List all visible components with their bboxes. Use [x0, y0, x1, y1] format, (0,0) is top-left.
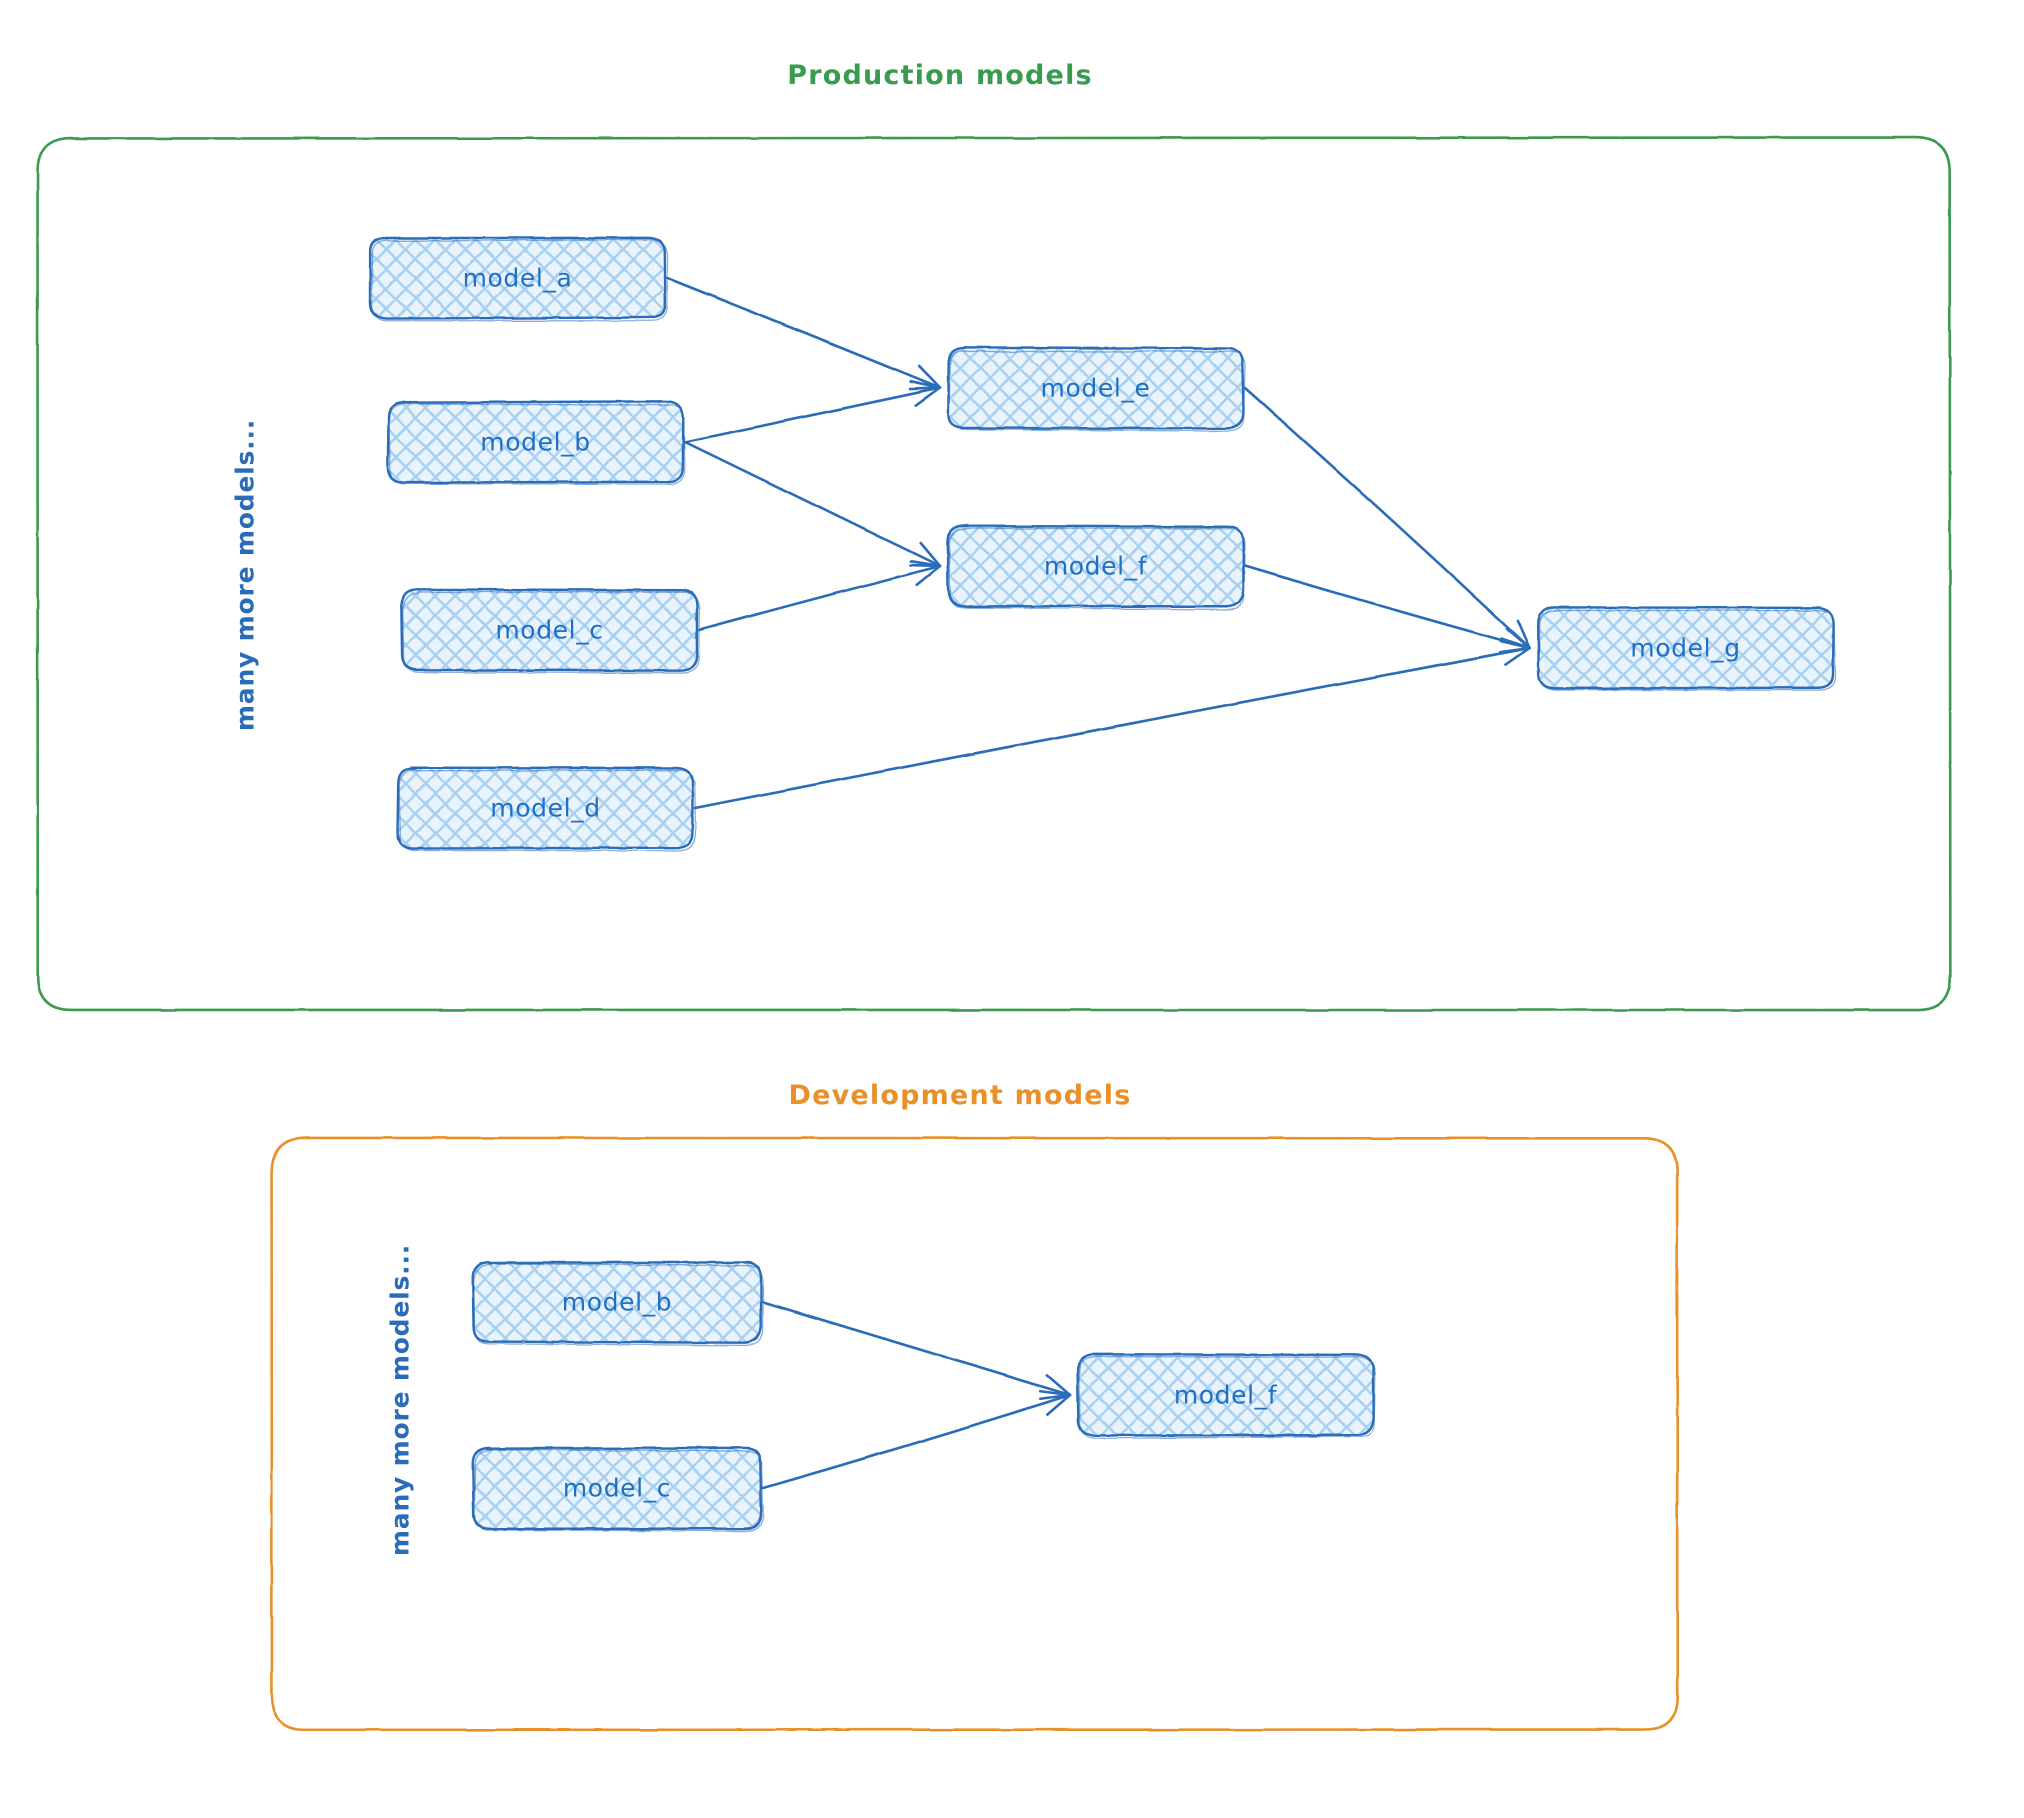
edge-line [1243, 386, 1532, 650]
group-container-development [270, 1136, 1679, 1732]
edge-arrowhead [1499, 639, 1532, 667]
edge-arrowhead [909, 559, 942, 587]
node-prod_model_c[interactable] [400, 588, 701, 674]
node-dev_model_c[interactable] [471, 1446, 765, 1532]
node-border-sketch [948, 350, 1246, 432]
node-border-sketch [1078, 1356, 1377, 1440]
edge-dev_model_b-to-dev_model_f [761, 1300, 1072, 1401]
node-prod_model_a[interactable] [368, 236, 669, 322]
edge-line [761, 1393, 1072, 1490]
node-fill [369, 237, 666, 319]
edge-prod_model_a-to-prod_model_e [665, 276, 942, 391]
node-border-sketch [473, 1449, 765, 1532]
node-prod_model_g[interactable] [1536, 606, 1837, 691]
node-border-sketch [473, 1262, 764, 1347]
node-border-sketch [388, 403, 686, 485]
nodes-layer [368, 236, 1837, 1532]
edge-line [683, 440, 942, 568]
group-containers-layer [36, 136, 1952, 1732]
node-border [368, 236, 667, 320]
node-border-sketch [948, 527, 1246, 611]
edge-prod_model_d-to-prod_model_g [693, 639, 1532, 810]
node-dev_model_f[interactable] [1076, 1353, 1377, 1440]
edge-line [1243, 564, 1532, 650]
edge-arrowhead [909, 380, 942, 407]
node-fill [947, 348, 1244, 429]
edge-prod_model_b-to-prod_model_f [683, 440, 942, 568]
node-fill [1078, 1354, 1374, 1436]
group-title-development: Development models [788, 1080, 1132, 1111]
node-prod_model_b[interactable] [386, 400, 686, 485]
edge-line [683, 386, 942, 444]
node-prod_model_e[interactable] [947, 346, 1246, 432]
node-prod_model_d[interactable] [396, 766, 697, 852]
node-fill [948, 525, 1244, 606]
edges-layer [665, 276, 1532, 1490]
node-fill [388, 401, 684, 483]
node-border-sketch [1537, 609, 1837, 691]
edge-line [697, 564, 942, 632]
edge-prod_model_b-to-prod_model_e [683, 380, 942, 444]
node-fill [1537, 608, 1834, 689]
edge-line [761, 1300, 1072, 1397]
node-border-sketch [398, 768, 697, 852]
edge-arrowhead [1038, 1389, 1072, 1416]
edge-line [693, 646, 1532, 810]
node-fill [402, 589, 698, 671]
node-dev_model_b[interactable] [471, 1260, 764, 1347]
node-border-sketch [371, 238, 669, 322]
node-prod_model_f[interactable] [946, 524, 1246, 611]
group-title-production: Production models [787, 60, 1093, 91]
side-label-development: many more models... [385, 1243, 415, 1557]
side-label-production: many more models... [230, 418, 260, 732]
node-fill [398, 767, 694, 849]
node-fill [472, 1447, 762, 1529]
edge-dev_model_c-to-dev_model_f [761, 1389, 1072, 1490]
node-border [396, 766, 694, 850]
node-fill [472, 1261, 762, 1342]
edge-line [665, 276, 942, 390]
node-border-sketch [402, 591, 701, 674]
group-container-production [36, 136, 1952, 1012]
edge-prod_model_c-to-prod_model_f [697, 559, 942, 632]
